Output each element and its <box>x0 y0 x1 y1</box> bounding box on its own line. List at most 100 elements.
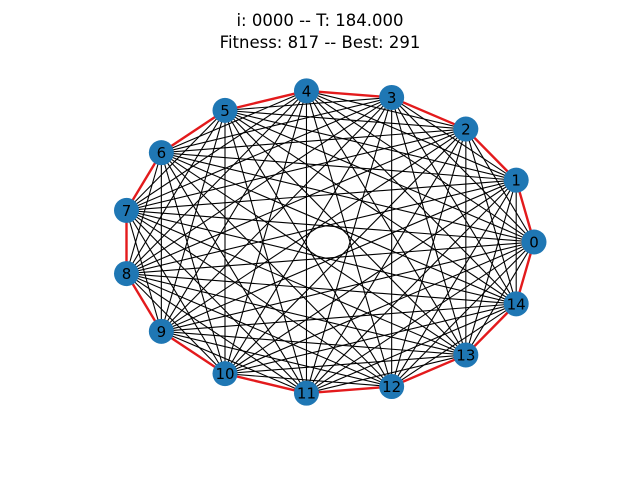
edge-11-13 <box>306 354 466 394</box>
node-label: 6 <box>157 144 167 162</box>
edge-6-14 <box>161 152 517 305</box>
node-circle <box>114 261 140 287</box>
node-0: 0 <box>521 229 547 255</box>
edge-0-10 <box>224 241 535 375</box>
edge-5-9 <box>160 110 226 332</box>
edge-2-6 <box>161 128 466 154</box>
node-circle <box>293 380 319 406</box>
edge-7-9 <box>125 210 162 332</box>
edge-0-11 <box>306 241 535 394</box>
edge-3-14 <box>391 97 517 305</box>
edge-0-9 <box>161 241 535 332</box>
edge-2-11 <box>305 128 467 394</box>
edge-0-6 <box>161 152 535 243</box>
node-label: 8 <box>122 265 132 283</box>
edge-3-7 <box>126 96 392 211</box>
edge-layer <box>125 90 535 394</box>
edge-6-12 <box>160 152 393 387</box>
node-circle <box>379 84 405 110</box>
tour-edge-4-5 <box>223 89 308 112</box>
node-14: 14 <box>503 291 529 317</box>
edge-10-13 <box>224 354 466 375</box>
node-label: 9 <box>157 323 167 341</box>
edge-7-13 <box>126 209 467 356</box>
edge-9-11 <box>161 330 307 394</box>
edge-8-14 <box>126 273 517 305</box>
edge-7-10 <box>126 210 226 374</box>
edge-5-8 <box>126 110 226 274</box>
edge-2-14 <box>465 128 517 304</box>
edge-0-12 <box>391 241 535 387</box>
edge-1-13 <box>465 180 517 356</box>
edge-1-10 <box>224 179 517 375</box>
tour-edge-9-10 <box>160 330 227 375</box>
edge-11-14 <box>306 303 517 394</box>
edge-0-3 <box>391 97 535 243</box>
edge-3-9 <box>160 97 393 332</box>
node-2: 2 <box>453 116 479 142</box>
edge-3-6 <box>161 96 392 154</box>
node-label: 10 <box>215 365 234 383</box>
edge-6-10 <box>160 152 226 374</box>
tour-edge-3-4 <box>305 89 393 99</box>
edge-1-6 <box>161 152 517 181</box>
edge-4-13 <box>305 90 467 356</box>
node-circle <box>503 291 529 317</box>
node-7: 7 <box>114 197 140 223</box>
node-circle <box>148 318 174 344</box>
edge-2-5 <box>224 109 466 130</box>
edge-0-4 <box>306 90 535 243</box>
tour-edge-11-12 <box>305 385 393 395</box>
node-label: 2 <box>461 121 471 139</box>
edge-1-7 <box>126 179 517 211</box>
edge-0-2 <box>465 128 535 243</box>
edge-6-11 <box>160 152 307 394</box>
edge-1-4 <box>306 90 517 181</box>
edge-3-8 <box>126 96 392 275</box>
node-3: 3 <box>379 84 405 110</box>
edge-2-4 <box>306 90 466 130</box>
tour-edge-12-13 <box>390 353 468 388</box>
edge-0-7 <box>126 209 535 243</box>
node-6: 6 <box>148 140 174 166</box>
node-8: 8 <box>114 261 140 287</box>
edge-6-13 <box>161 152 467 356</box>
edge-2-8 <box>126 128 467 275</box>
edge-4-6 <box>161 90 307 154</box>
edge-4-14 <box>306 90 517 305</box>
edge-8-12 <box>126 273 392 388</box>
edge-1-3 <box>391 96 517 181</box>
edge-4-8 <box>126 90 307 274</box>
edge-9-12 <box>161 330 392 388</box>
edge-1-5 <box>224 109 517 181</box>
node-11: 11 <box>293 380 319 406</box>
node-circle <box>293 78 319 104</box>
edge-0-8 <box>126 241 535 275</box>
edge-8-11 <box>126 273 307 394</box>
edge-5-7 <box>126 109 226 211</box>
edge-9-13 <box>161 330 466 356</box>
edge-7-12 <box>126 209 392 388</box>
node-10: 10 <box>212 361 238 387</box>
node-label: 5 <box>220 102 230 120</box>
node-label: 1 <box>511 172 521 190</box>
node-label: 12 <box>382 378 401 396</box>
edge-2-12 <box>391 128 467 387</box>
edge-4-9 <box>160 90 307 332</box>
edge-8-13 <box>126 273 466 356</box>
node-label: 0 <box>529 234 539 252</box>
edge-2-7 <box>126 128 466 211</box>
edge-5-13 <box>224 109 467 356</box>
edge-3-5 <box>224 96 392 111</box>
node-13: 13 <box>453 342 479 368</box>
edge-7-11 <box>126 210 307 394</box>
node-circle <box>212 361 238 387</box>
node-circle <box>379 374 405 400</box>
node-label: 13 <box>456 346 475 364</box>
node-circle <box>521 229 547 255</box>
node-1: 1 <box>503 167 529 193</box>
edge-8-10 <box>126 273 226 375</box>
